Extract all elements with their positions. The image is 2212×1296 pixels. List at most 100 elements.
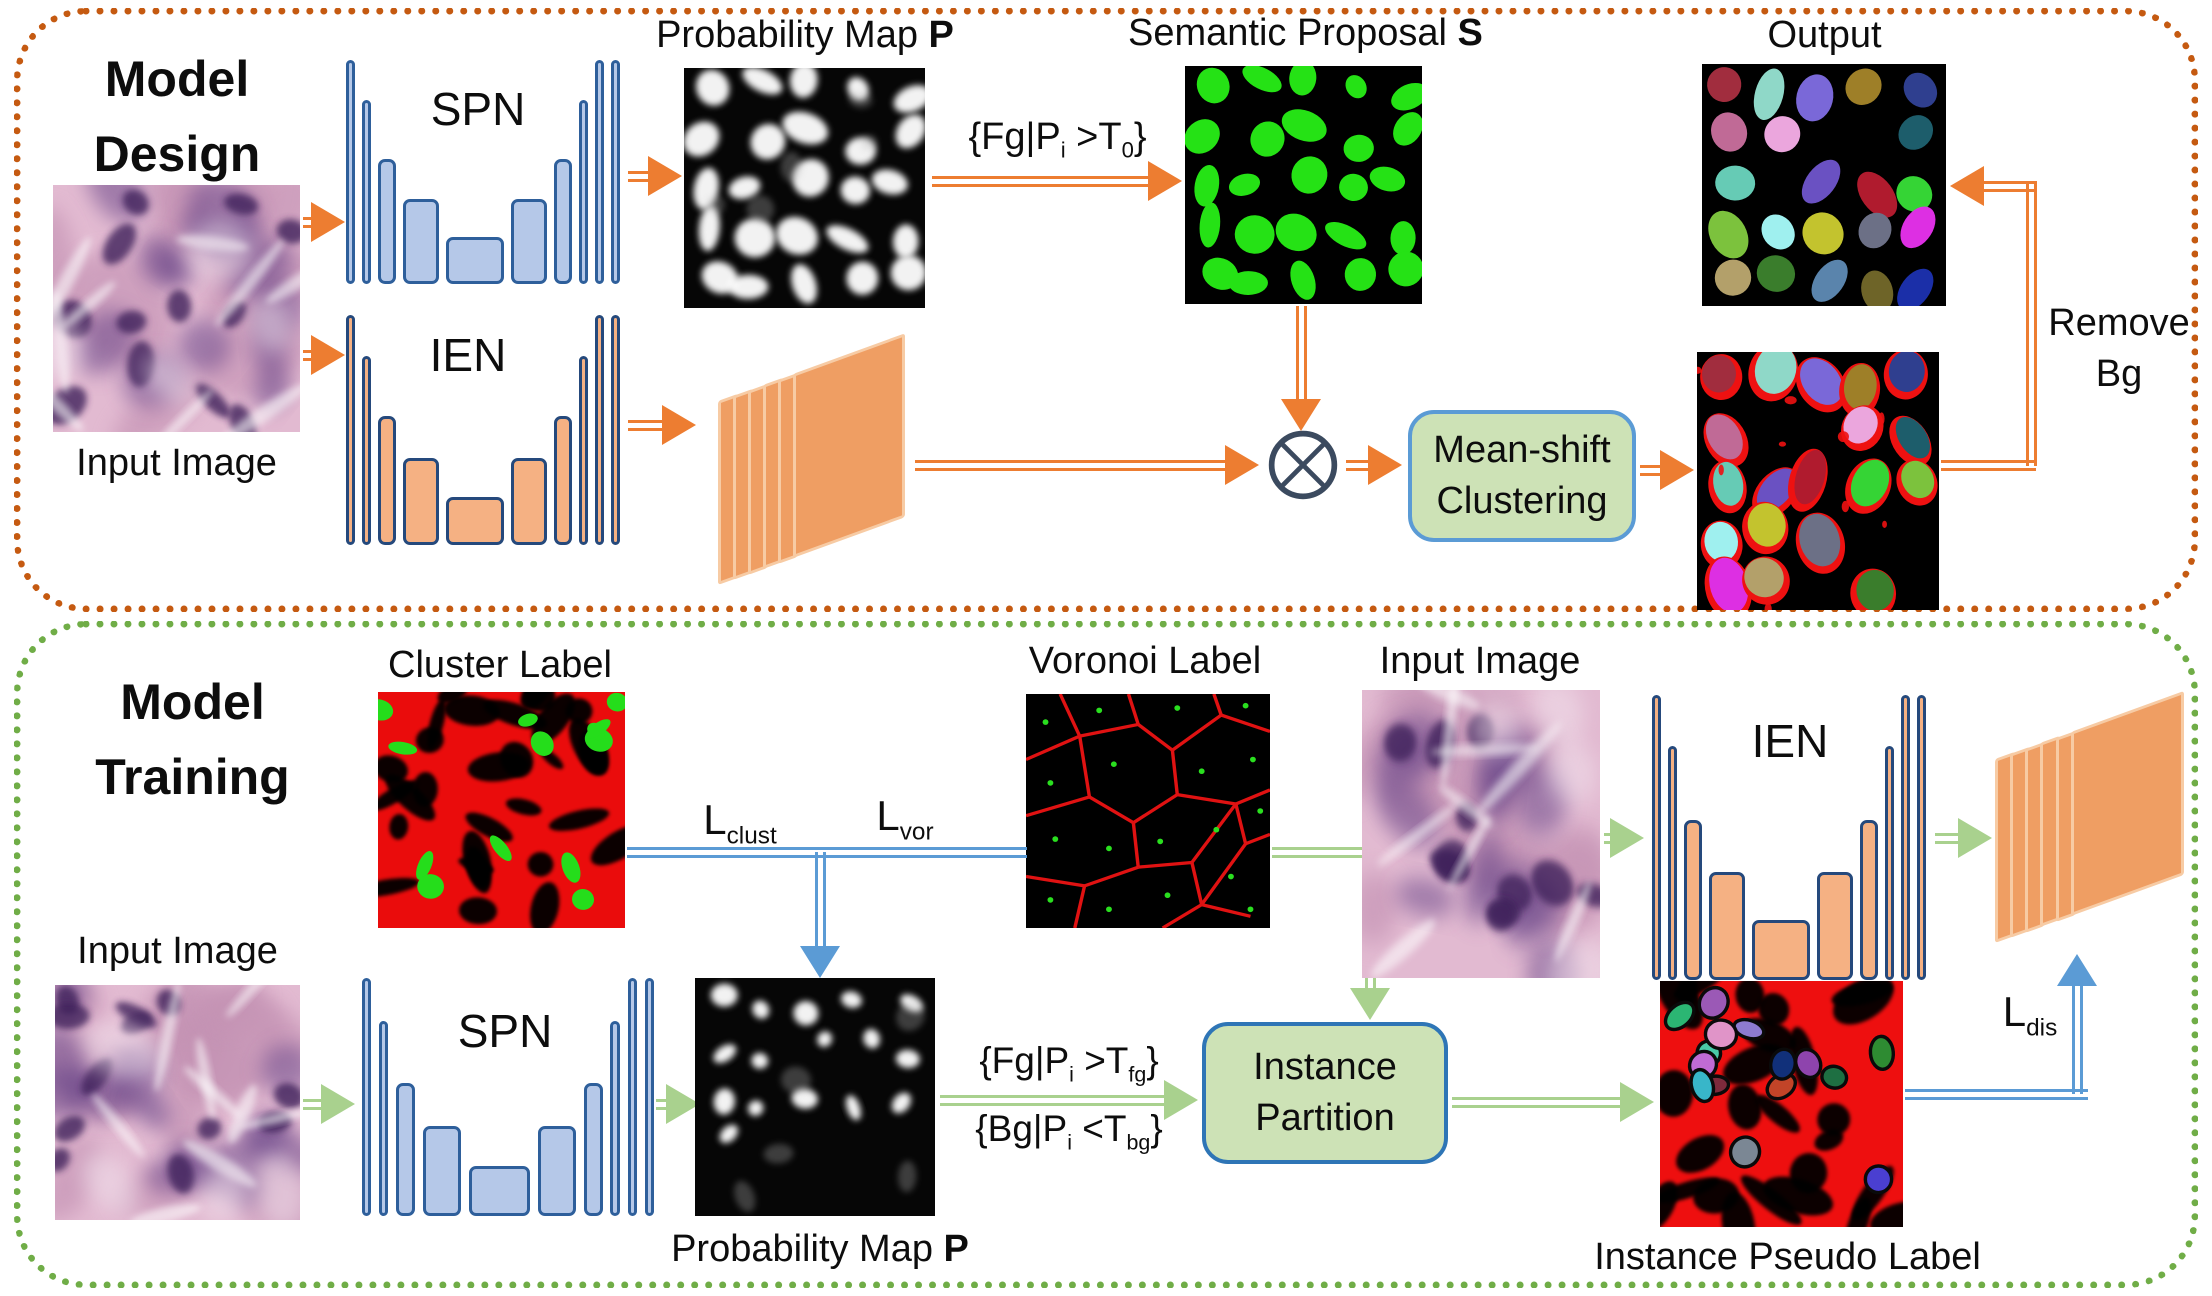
loss-dis-sub: dis: [2026, 1014, 2058, 1042]
probability-map-training-label: Probability Map P: [625, 1228, 1015, 1271]
ien-label-training: IEN: [1751, 715, 1829, 767]
fg-rule-training-pre: {Fg|P: [979, 1040, 1070, 1081]
unet-bar: [578, 100, 588, 284]
unet-bar: [445, 496, 504, 545]
unet-bar: [361, 356, 371, 545]
voronoi-path-horizontal: [1272, 847, 1375, 858]
fg-rule-training-subt: fg: [1128, 1062, 1147, 1087]
bg-threshold-rule-training: {Bg|Pi <Tbg}: [935, 1108, 1203, 1155]
training-title-line2: Training: [95, 749, 290, 805]
unet-bar: [402, 457, 439, 545]
fg-rule-design-pre: {Fg|P: [968, 116, 1061, 158]
instance-pseudo-label-image: [1660, 981, 1903, 1227]
unet-bar: [1708, 871, 1745, 980]
input-image-training-right: [1362, 690, 1600, 978]
loss-clust-label: Lclust: [675, 796, 805, 850]
loss-line-horizontal: [627, 847, 1027, 858]
model-design-panel: [14, 8, 2198, 612]
instance-partition-line2: Partition: [1255, 1097, 1395, 1139]
probability-map-design-label-text: Probability Map: [656, 14, 929, 56]
unet-bar: [377, 158, 396, 284]
voronoi-label-text: Voronoi Label: [1028, 640, 1262, 682]
unet-bar: [1751, 920, 1811, 980]
input-image-training-right-label: Input Image: [1379, 640, 1581, 682]
design-title: Model Design: [62, 42, 292, 192]
fg-rule-design-mid: >T: [1065, 116, 1122, 158]
unet-bar: [1917, 695, 1927, 980]
unet-bar: [553, 158, 572, 284]
fg-rule-training-post: }: [1146, 1040, 1159, 1081]
fg-rule-design-subt: 0: [1121, 137, 1134, 163]
unet-bar: [553, 416, 572, 545]
unet-bar: [510, 198, 547, 284]
bg-rule-training-subi: i: [1067, 1130, 1072, 1155]
fg-rule-training-subi: i: [1069, 1062, 1074, 1087]
instance-pseudo-label-text: Instance Pseudo Label: [1594, 1236, 1981, 1278]
unet-bar: [445, 236, 504, 284]
spn-label-design: SPN: [430, 83, 526, 135]
removebg-path-vertical: [2026, 181, 2037, 466]
unet-bar: [378, 1020, 389, 1216]
cluster-label-text: Cluster Label: [388, 644, 612, 686]
unet-bar: [627, 978, 638, 1216]
spn-network-training: [358, 978, 658, 1216]
unet-bar: [361, 978, 372, 1216]
unet-bar: [361, 100, 371, 284]
ien-network-training: [1648, 695, 1930, 980]
input-image-training-left: [55, 985, 300, 1220]
instance-partition-box: Instance Partition: [1202, 1022, 1448, 1164]
unet-bar: [1651, 695, 1661, 980]
removebg-path-bottom: [1941, 460, 2036, 471]
semantic-proposal-image: [1185, 66, 1422, 304]
unet-bar: [583, 1082, 603, 1216]
remove-bg-line1: Remove: [2048, 302, 2190, 344]
instance-partition-line1: Instance: [1253, 1045, 1397, 1088]
unet-bar: [1817, 871, 1854, 980]
probability-map-training: [695, 978, 935, 1216]
spn-network-design: [342, 60, 623, 284]
loss-vor-label: Lvor: [845, 792, 965, 846]
fg-threshold-rule-training: {Fg|Pi >Tfg}: [935, 1040, 1203, 1087]
voronoi-label-image: [1026, 694, 1270, 928]
remove-bg-line2: Bg: [2095, 353, 2143, 396]
bg-rule-training-subt: bg: [1126, 1130, 1151, 1155]
probability-map-design: [684, 68, 925, 308]
multiply-icon: [1265, 427, 1341, 503]
unet-bar: [377, 416, 396, 545]
meanshift-label-line2: Clustering: [1436, 480, 1608, 522]
bg-rule-training-mid: <T: [1071, 1108, 1127, 1149]
unet-bar: [1667, 746, 1677, 980]
probability-map-training-label-text: Probability Map: [671, 1228, 944, 1270]
loss-clust-sub: clust: [726, 822, 777, 850]
unet-bar: [610, 315, 620, 545]
design-title-line2: Design: [93, 126, 261, 182]
design-title-line1: Model: [104, 51, 250, 107]
unet-bar: [395, 1082, 416, 1216]
training-title-line1: Model: [120, 674, 265, 730]
loss-clust-pre: L: [703, 796, 727, 843]
output-image: [1702, 64, 1946, 306]
semantic-proposal-label-bold: S: [1457, 12, 1483, 54]
input-image-design-label: Input Image: [76, 442, 277, 484]
remove-bg-label: Remove Bg: [2038, 298, 2200, 401]
probability-map-design-label: Probability Map P: [640, 14, 970, 57]
loss-vor-sub: vor: [899, 818, 934, 846]
model-training-panel: [14, 621, 2198, 1288]
unet-bar: [345, 60, 355, 284]
output-label: Output: [1767, 14, 1882, 56]
semantic-proposal-label: Semantic Proposal S: [1128, 12, 1483, 55]
fg-rule-training-mid: >T: [1073, 1040, 1129, 1081]
unet-bar: [510, 457, 547, 545]
unet-bar: [578, 356, 588, 545]
unet-bar: [610, 60, 620, 284]
fg-rule-design-post: }: [1133, 116, 1147, 158]
input-image-training-left-label: Input Image: [77, 930, 278, 972]
ldis-path-horizontal: [1905, 1089, 2088, 1100]
spn-label-training: SPN: [457, 1005, 553, 1057]
ien-label-design: IEN: [429, 329, 507, 381]
fg-rule-design-subi: i: [1060, 137, 1066, 163]
embedding-stack-training: [1995, 690, 2187, 948]
unet-bar: [1901, 695, 1911, 980]
meanshift-clustering-box: Mean-shift Clustering: [1408, 410, 1636, 542]
